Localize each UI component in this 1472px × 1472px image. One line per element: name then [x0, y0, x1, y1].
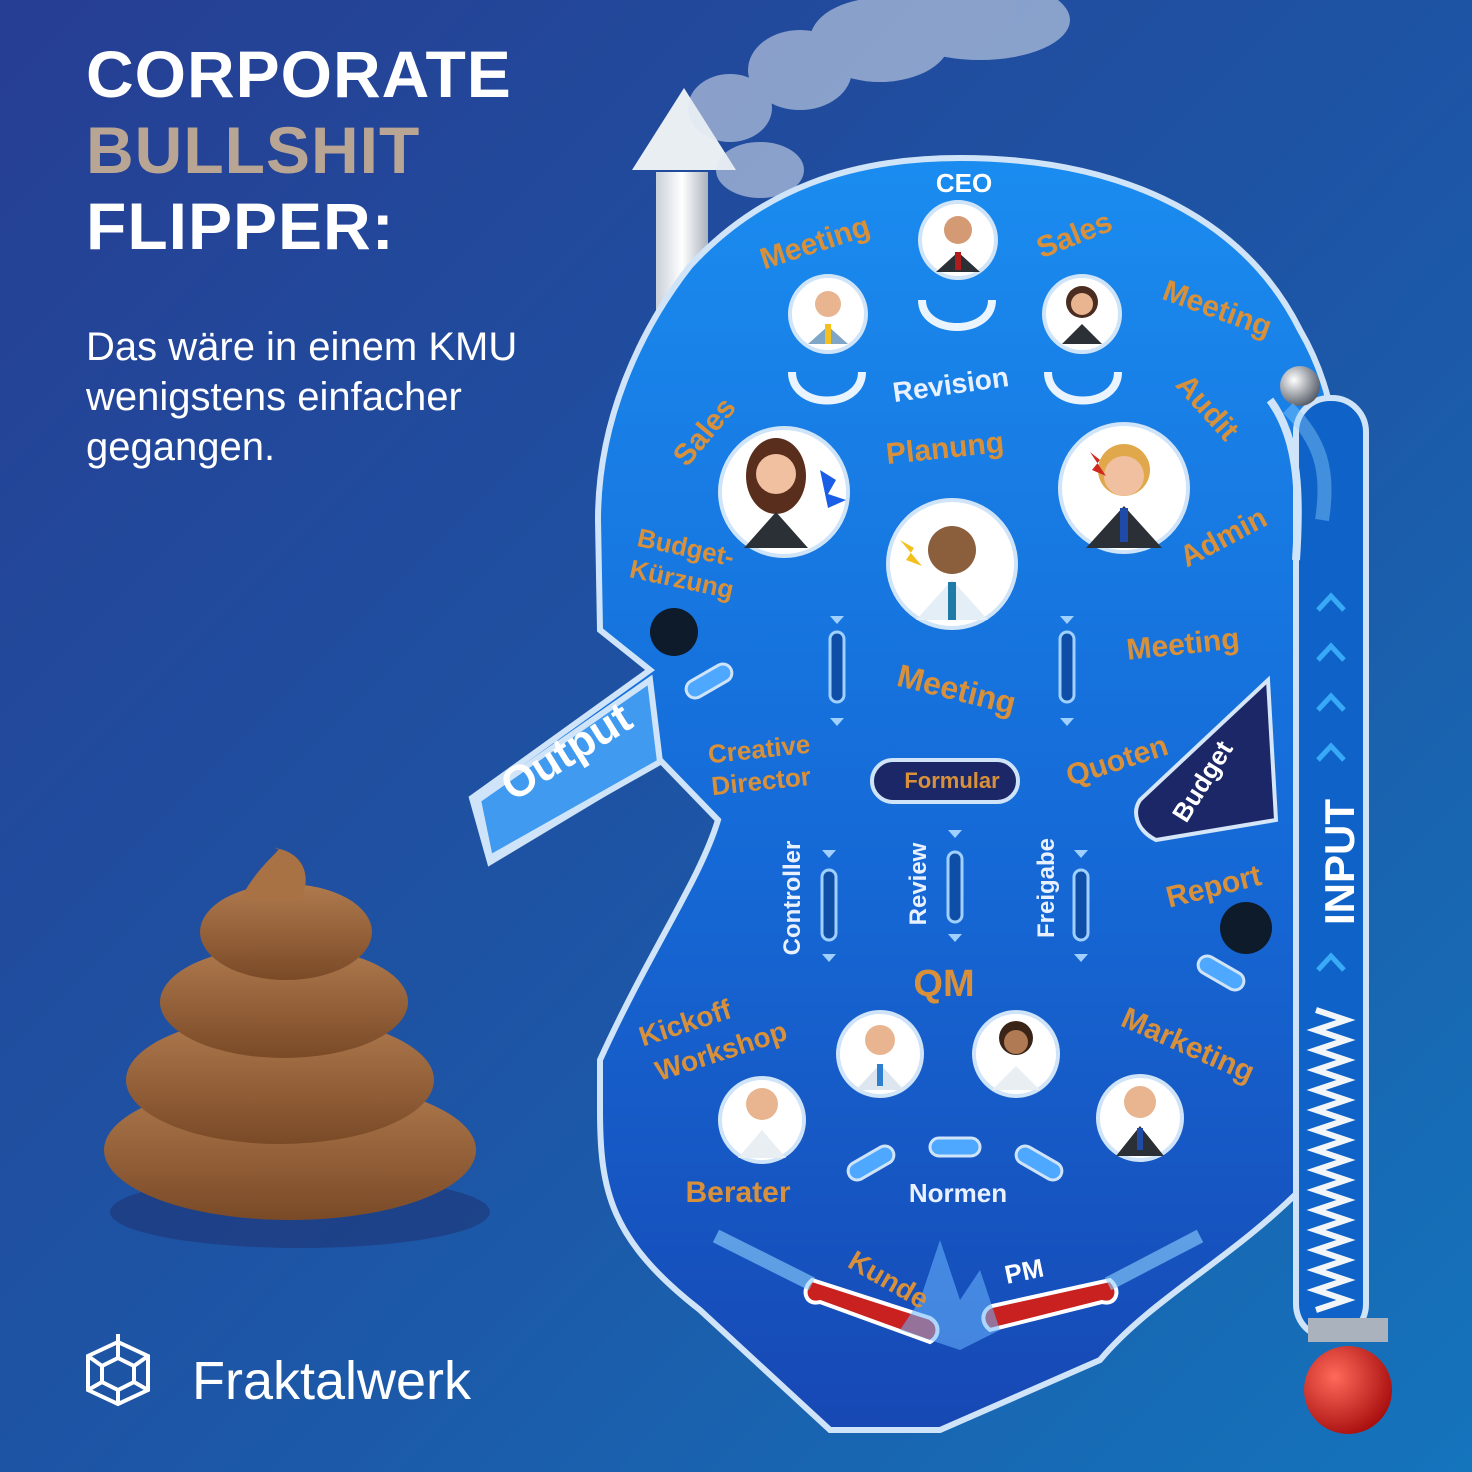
- intro-text: Das wäre in einem KMU wenigstens einfach…: [86, 322, 606, 472]
- title-line2: BULLSHIT: [86, 113, 421, 187]
- woman-avatar-icon: [972, 1010, 1060, 1098]
- formular-gate[interactable]: [870, 758, 1020, 804]
- smoke-icon: [688, 0, 1070, 198]
- lane-label-controller: Controller: [779, 841, 806, 956]
- hole-right: [1220, 902, 1272, 954]
- intro-line1: Das wäre in einem KMU: [86, 325, 518, 369]
- steel-ball-icon: [1280, 366, 1320, 406]
- fraktalwerk-logo-icon: [86, 1334, 150, 1407]
- guide-rail: [1266, 397, 1302, 561]
- angry-blond-man-avatar-icon: [1058, 422, 1190, 554]
- plunger-spring: [1306, 1007, 1356, 1313]
- formular-label: Formular: [904, 768, 1000, 793]
- middle-lanes: [820, 830, 1090, 962]
- output-chute: [474, 674, 664, 863]
- bumper-cups: [788, 299, 1122, 405]
- budget-bumper[interactable]: [1134, 675, 1279, 843]
- ceo-label: CEO: [936, 168, 992, 198]
- consultant-avatar-icon: [718, 1076, 806, 1164]
- man-yellow-tie-avatar-icon: [788, 274, 868, 354]
- input-label: INPUT: [1316, 799, 1363, 925]
- businesswoman-avatar-icon: [1042, 274, 1122, 354]
- left-guide-rail: [712, 1229, 816, 1291]
- plunger-base: [1308, 1318, 1388, 1342]
- stressed-man-avatar-icon: [886, 498, 1018, 630]
- intro-line3: gegangen.: [86, 425, 276, 469]
- top-lanes: [828, 616, 1076, 726]
- lane-label-review: Review: [905, 842, 932, 925]
- label-berater: Berater: [685, 1176, 790, 1209]
- hole-left: [650, 608, 698, 656]
- title-line3: FLIPPER:: [86, 189, 395, 263]
- plunger-knob-icon[interactable]: [1304, 1346, 1392, 1434]
- doctor-avatar-icon: [836, 1010, 924, 1098]
- suit-man-avatar-icon: [1096, 1074, 1184, 1162]
- ceo-avatar-icon: [918, 200, 998, 280]
- brand-name[interactable]: Fraktalwerk: [192, 1351, 472, 1411]
- right-guide-rail: [1104, 1229, 1204, 1291]
- ball-trail: [1283, 403, 1332, 522]
- intro-line2: wenigstens einfacher: [86, 375, 462, 419]
- input-arrows: [1316, 592, 1346, 972]
- stressed-woman-avatar-icon: [718, 426, 850, 558]
- title-line1: CORPORATE: [86, 37, 512, 111]
- small-pins: [684, 662, 1246, 1182]
- label-qm: QM: [913, 963, 974, 1005]
- label-normen: Normen: [909, 1178, 1007, 1208]
- lane-label-freigabe: Freigabe: [1033, 838, 1060, 938]
- poop-icon: [104, 847, 490, 1248]
- drain-burst: [900, 1240, 1000, 1350]
